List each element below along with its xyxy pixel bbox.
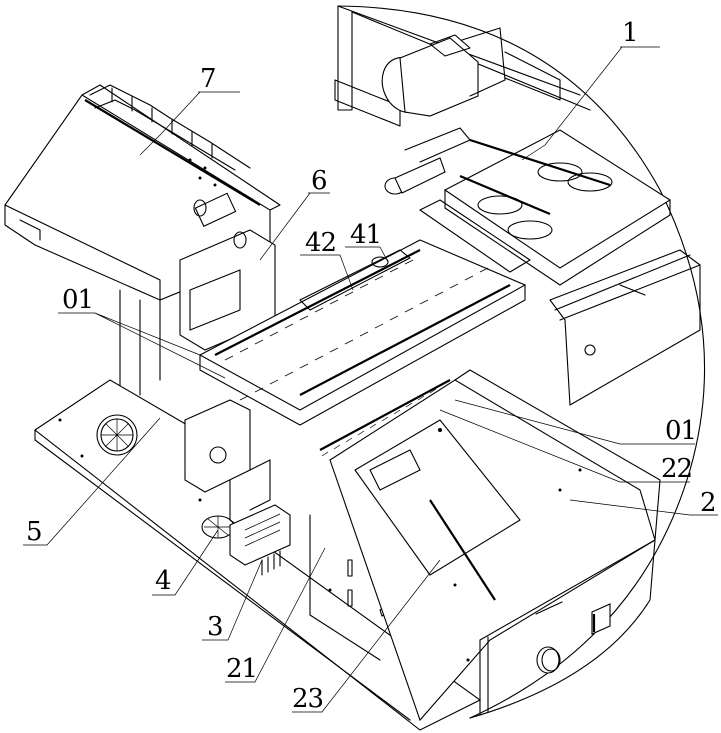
- label-22: 22: [661, 454, 693, 484]
- label-1: 1: [622, 18, 639, 48]
- label-21: 21: [226, 654, 258, 684]
- left-housing: [4, 84, 281, 396]
- base-plate: [34, 379, 482, 731]
- right-cabinet: [549, 249, 701, 406]
- lower-housing: [319, 369, 661, 722]
- label-2: 2: [700, 488, 717, 518]
- label-23: 23: [292, 684, 324, 714]
- leader-lines: [23, 46, 718, 713]
- label-3: 3: [207, 612, 224, 642]
- servo-motor: [381, 27, 561, 117]
- label-7: 7: [200, 64, 217, 94]
- label-4: 4: [155, 566, 172, 596]
- label-01-right: 01: [665, 416, 697, 446]
- feed-module: [334, 5, 701, 406]
- tray-plate: [443, 129, 672, 286]
- cable-chain: [89, 84, 251, 171]
- label-5: 5: [26, 517, 43, 547]
- switch: [591, 603, 611, 635]
- roller-assembly: [384, 127, 531, 273]
- label-6: 6: [311, 166, 328, 196]
- label-42: 42: [305, 228, 337, 258]
- label-41: 41: [350, 220, 382, 250]
- knob: [536, 646, 560, 674]
- label-01-left: 01: [62, 285, 94, 315]
- central-mechanism: [179, 192, 527, 426]
- nameplate: [535, 601, 563, 615]
